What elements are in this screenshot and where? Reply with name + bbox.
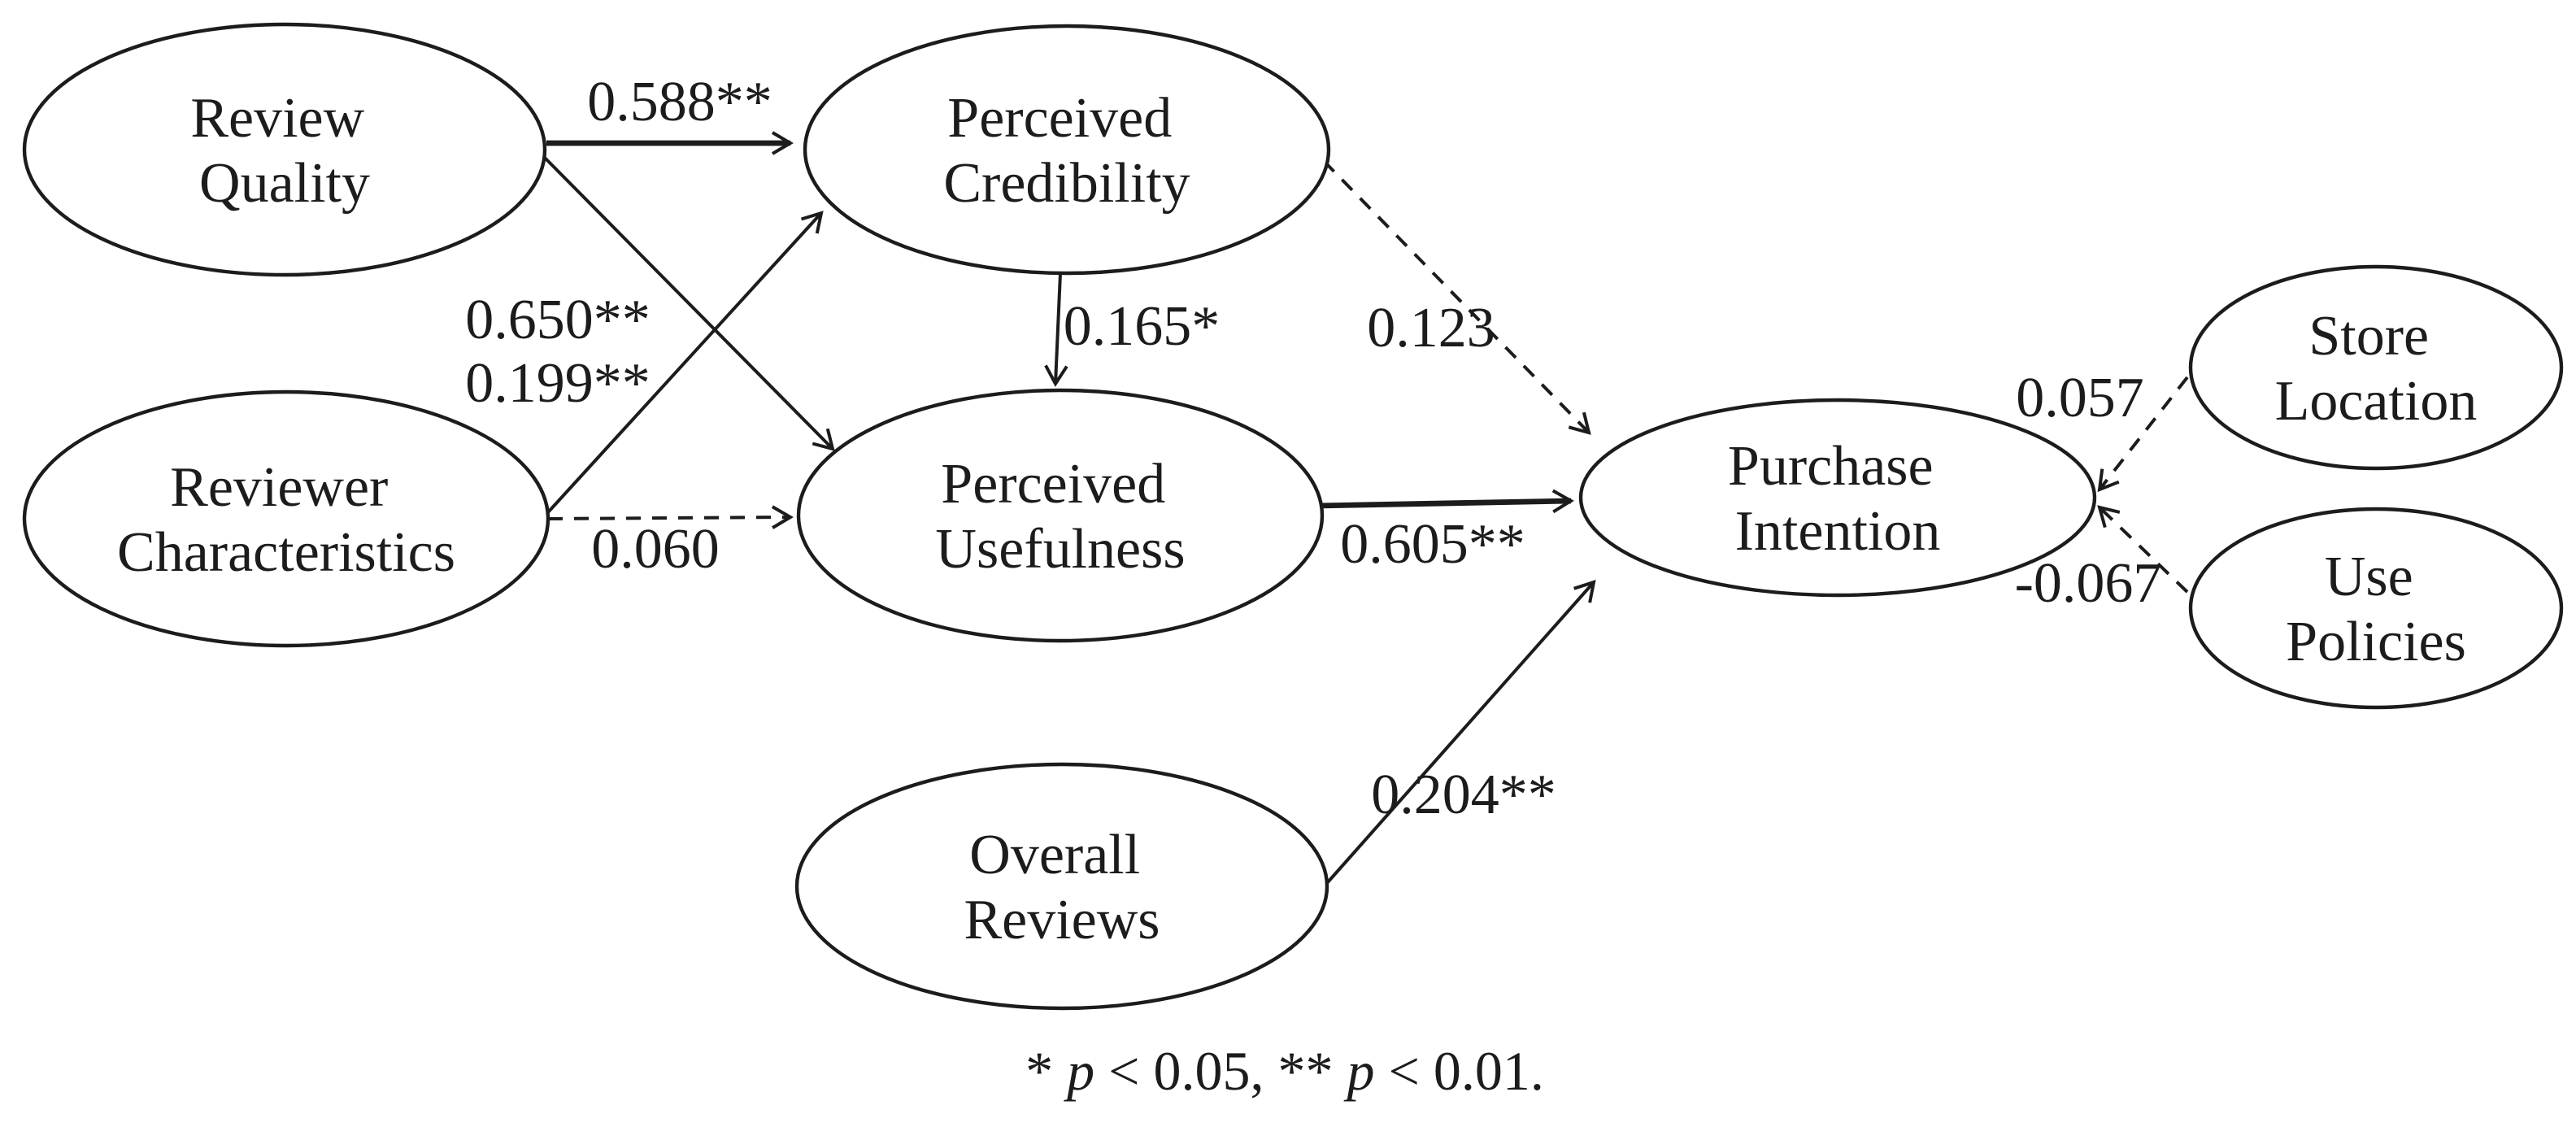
edges-group [542,131,2189,885]
edge-perceived-credibility-to-perceived-usefulness [1044,272,1068,387]
reviewer-characteristics-label: Reviewer Characteristics [117,456,455,584]
purchase-intention-label: Purchase Intention [1728,435,1947,563]
store-location-label: Store Location [2275,305,2478,433]
perceived-credibility-ellipse [803,24,1331,276]
edge-label-perceived-credibility-to-perceived-usefulness: 0.165* [1064,295,1221,358]
edge-label-reviewer-characteristics-to-perceived-credibility: 0.199** [465,352,651,415]
edge-label-perceived-credibility-to-purchase-intention: 0.123 [1367,297,1495,359]
edge-perceived-credibility-to-purchase-intention [1322,159,1591,435]
edge-label-review-quality-to-perceived-usefulness: 0.650** [465,289,651,351]
reviewer-characteristics-ellipse [22,389,550,648]
use-policies-ellipse [2188,507,2564,710]
footnote-p-italic-2: p [1344,1040,1375,1102]
footnote-threshold-1: < 0.05, ** [1094,1040,1347,1102]
edge-labels-group: 0.588** 0.650** 0.199** 0.060 0.165* 0.1… [465,71,2161,826]
edge-reviewer-characteristics-to-perceived-usefulness [547,505,794,529]
significance-footnote: * p < 0.05, ** p < 0.01. [1025,1040,1544,1102]
footnote-star-single: * [1025,1040,1067,1102]
overall-reviews-label: Overall Reviews [964,824,1160,951]
review-quality-ellipse [22,22,547,277]
edge-overall-reviews-to-purchase-intention [1325,580,1596,885]
perceived-credibility-label: Perceived Credibility [943,87,1190,215]
purchase-intention-ellipse [1578,398,2097,598]
edge-use-policies-to-purchase-intention [2097,505,2189,594]
edge-review-quality-to-perceived-usefulness [542,154,835,451]
edge-label-reviewer-characteristics-to-perceived-usefulness: 0.060 [591,518,720,581]
node-use-policies: Use Policies [2188,507,2564,710]
node-purchase-intention: Purchase Intention [1578,398,2097,598]
node-reviewer-characteristics: Reviewer Characteristics [22,389,550,648]
footnote-p-italic-1: p [1064,1040,1094,1102]
footnote-threshold-2: < 0.01. [1375,1040,1544,1102]
review-quality-label: Review Quality [190,87,378,215]
edge-label-perceived-usefulness-to-purchase-intention: 0.605** [1340,513,1525,576]
use-policies-label: Use Policies [2286,546,2466,673]
perceived-usefulness-ellipse [796,388,1325,643]
node-perceived-usefulness: Perceived Usefulness [796,388,1325,643]
node-store-location: Store Location [2188,264,2564,471]
edge-label-overall-reviews-to-purchase-intention: 0.204** [1371,764,1556,826]
node-overall-reviews: Overall Reviews [794,762,1329,1011]
edge-label-review-quality-to-perceived-credibility: 0.588** [587,71,772,133]
edge-reviewer-characteristics-to-perceived-credibility [546,211,824,514]
edge-perceived-usefulness-to-purchase-intention [1316,489,1574,514]
node-review-quality: Review Quality [22,22,547,277]
edge-label-use-policies-to-purchase-intention: -0.067 [2015,552,2162,615]
edge-label-store-location-to-purchase-intention: 0.057 [2016,367,2144,429]
node-perceived-credibility: Perceived Credibility [803,24,1331,276]
overall-reviews-ellipse [794,762,1329,1011]
store-location-ellipse [2188,264,2564,471]
perceived-usefulness-label: Perceived Usefulness [935,453,1185,581]
